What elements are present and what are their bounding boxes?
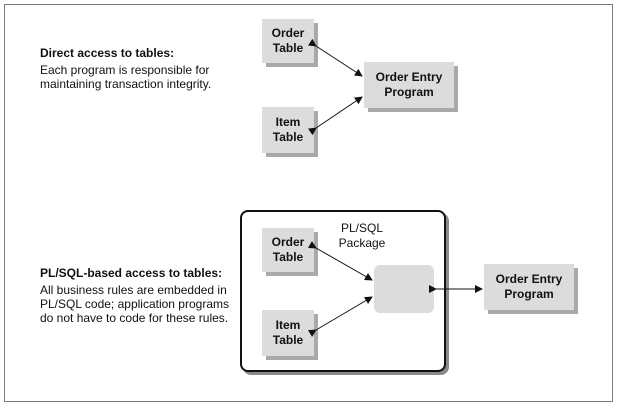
order-table-label: Order Table <box>271 235 305 264</box>
order-entry-program-label: Order Entry Program <box>495 272 563 301</box>
item-table-box: Item Table <box>262 310 314 356</box>
plsql-access-desc-line: PL/SQL code; application programs <box>40 297 229 311</box>
item-table-to-program-arrow <box>307 96 363 136</box>
plsql-package-core <box>374 265 434 313</box>
order-table-to-program-arrow <box>307 38 363 77</box>
order-table-box: Order Table <box>262 228 314 272</box>
direct-access-desc-line: Each program is responsible for <box>40 63 210 77</box>
figure-frame <box>4 4 613 402</box>
plsql-access-description: All business rules are embedded in PL/SQ… <box>40 283 229 325</box>
direct-access-heading: Direct access to tables: <box>40 46 175 60</box>
order-table-to-package-arrow <box>307 241 373 281</box>
plsql-access-desc-line: do not have to code for these rules. <box>40 311 229 325</box>
direct-access-desc-line: maintaining transaction integrity. <box>40 77 212 91</box>
item-table-box: Item Table <box>262 107 314 153</box>
item-table-label: Item Table <box>272 318 304 347</box>
order-entry-program-box: Order Entry Program <box>364 62 454 108</box>
plsql-access-heading: PL/SQL-based access to tables: <box>40 266 223 280</box>
item-table-to-package-arrow <box>307 296 373 337</box>
order-entry-program-box: Order Entry Program <box>484 264 574 310</box>
order-table-label: Order Table <box>271 26 305 55</box>
direct-access-description: Each program is responsible for maintain… <box>40 63 211 91</box>
item-table-label: Item Table <box>272 115 304 144</box>
plsql-access-desc-line: All business rules are embedded in <box>40 283 227 297</box>
order-entry-program-label: Order Entry Program <box>375 70 443 99</box>
order-table-box: Order Table <box>262 19 314 63</box>
